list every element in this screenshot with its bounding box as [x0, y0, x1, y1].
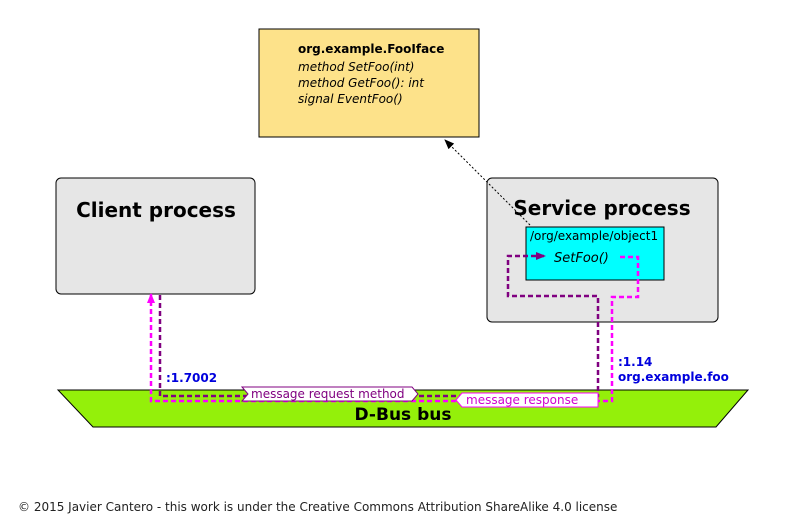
interface-member: signal EventFoo() — [298, 92, 403, 106]
interface-member: method SetFoo(int) — [298, 60, 414, 74]
object-box: /org/example/object1 SetFoo() — [525, 226, 665, 281]
response-message-path — [147, 255, 640, 403]
method-call: SetFoo() — [554, 251, 609, 266]
license-footer: © 2015 Javier Cantero - this work is und… — [18, 500, 618, 514]
request-message-label: message request method — [251, 387, 405, 401]
client-process-title: Client process — [76, 198, 236, 222]
interface-member: method GetFoo(): int — [298, 76, 425, 90]
interface-box: org.example.FooIface method SetFoo(int) … — [258, 28, 480, 138]
client-bus-name: :1.7002 — [166, 371, 217, 385]
object-path: /org/example/object1 — [530, 229, 658, 243]
service-bus-name-unique: :1.14 — [618, 355, 652, 369]
service-bus-name-wellknown: org.example.foo — [618, 370, 729, 384]
client-process-box: Client process — [55, 177, 256, 295]
interface-name: org.example.FooIface — [298, 42, 444, 56]
request-message-tag: message request method — [240, 386, 419, 402]
bus-label: D-Bus bus — [355, 405, 452, 425]
response-message-tag: message response — [455, 392, 599, 408]
implements-arrow — [444, 139, 531, 226]
response-message-label: message response — [466, 393, 578, 407]
service-process-title: Service process — [513, 196, 690, 220]
request-message-path — [158, 252, 600, 398]
